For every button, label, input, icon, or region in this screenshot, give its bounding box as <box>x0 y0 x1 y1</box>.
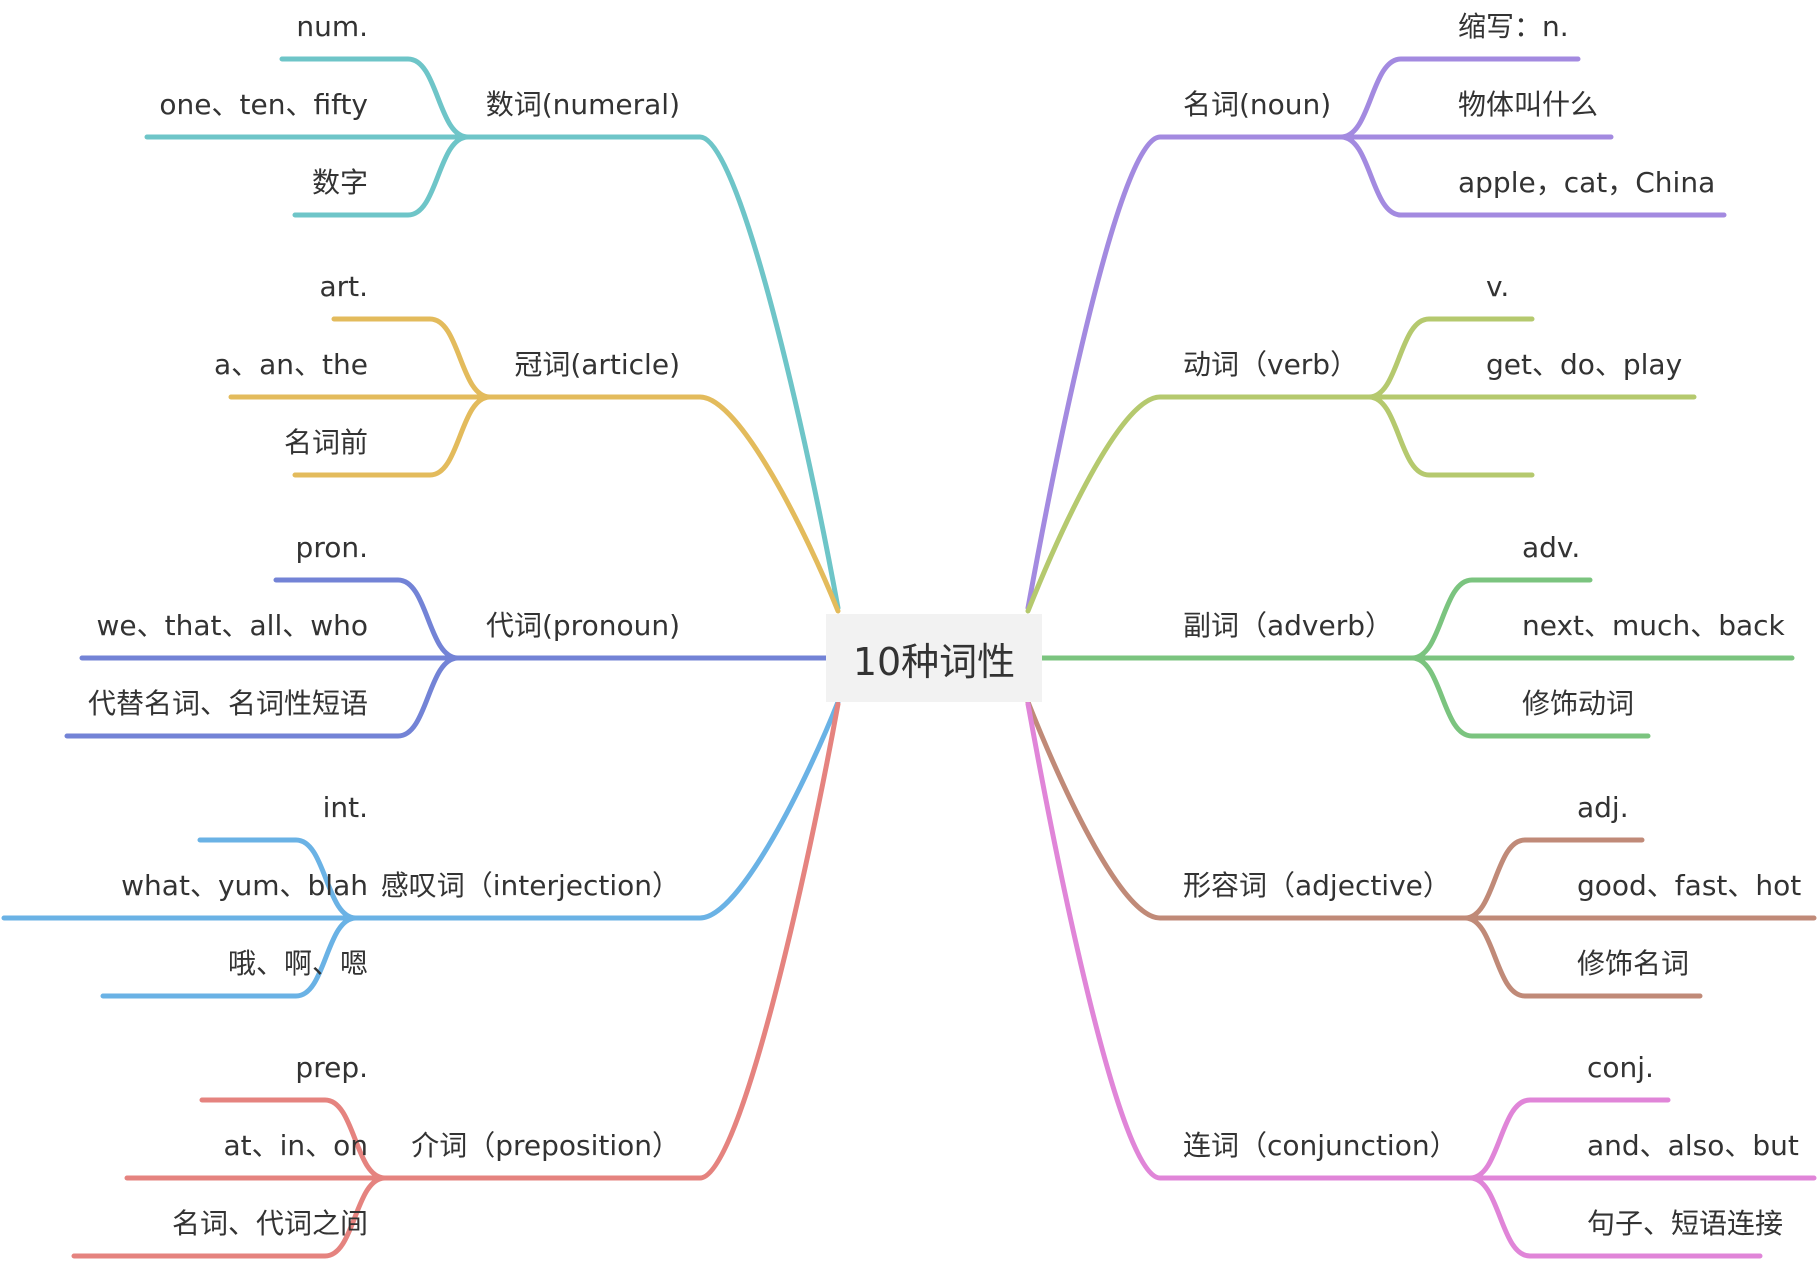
branch-3-label[interactable]: 代词(pronoun) <box>485 609 680 642</box>
branch-9-child-3-link <box>1462 915 1703 999</box>
branch-3-child-1-link <box>273 577 461 661</box>
branch-3-child-3-link <box>64 655 461 739</box>
branch-10-child-2-label[interactable]: and、also、but <box>1587 1129 1799 1162</box>
branch-7-link <box>1025 394 1372 614</box>
branch-9-link <box>1025 699 1468 921</box>
branch-2-child-1-label[interactable]: art. <box>319 270 368 303</box>
branch-3-child-3-label[interactable]: 代替名词、名词性短语 <box>87 687 368 720</box>
branch-9-child-1-label[interactable]: adj. <box>1577 791 1629 824</box>
branch-4-child-2-label[interactable]: what、yum、blah <box>121 869 368 902</box>
branch-4-child-1-label[interactable]: int. <box>322 791 368 824</box>
branch-10-child-1-link <box>1467 1097 1671 1181</box>
branch-2-link <box>487 394 841 614</box>
branch-4-link <box>353 699 841 921</box>
branch-2-child-1-link <box>331 316 493 400</box>
branch-7-child-1-link <box>1366 316 1535 400</box>
branch-9-child-3-label[interactable]: 修饰名词 <box>1577 947 1690 980</box>
branch-6-child-3-link <box>1338 134 1727 218</box>
branch-2-child-2-label[interactable]: a、an、the <box>213 348 368 381</box>
branch-10-link <box>1025 701 1473 1181</box>
branch-9-label[interactable]: 形容词（adjective） <box>1183 869 1451 902</box>
branch-5-child-1-link <box>199 1097 388 1181</box>
branch-1-child-1-label[interactable]: num. <box>296 10 368 43</box>
branch-8-child-3-label[interactable]: 修饰动词 <box>1522 687 1635 720</box>
branch-8-child-1-label[interactable]: adv. <box>1522 531 1581 564</box>
root-node[interactable]: 10种词性 <box>826 614 1042 702</box>
branch-3-child-2-label[interactable]: we、that、all、who <box>96 609 368 642</box>
branch-1-link <box>465 134 841 611</box>
branch-5-child-3-label[interactable]: 名词、代词之间 <box>171 1207 368 1240</box>
mind-map-links <box>1 56 1817 1259</box>
branch-6-child-3-label[interactable]: apple，cat，China <box>1458 166 1716 199</box>
branch-10-child-3-link <box>1467 1175 1763 1259</box>
branch-2-label[interactable]: 冠词(article) <box>514 348 680 381</box>
branch-6-child-1-label[interactable]: 缩写：n. <box>1458 10 1569 43</box>
branch-8-child-2-label[interactable]: next、much、back <box>1522 609 1785 642</box>
branch-7-child-3-link <box>1366 394 1535 478</box>
branch-7-child-1-label[interactable]: v. <box>1486 270 1510 303</box>
branch-7-child-2-label[interactable]: get、do、play <box>1486 348 1683 381</box>
branch-6-link <box>1025 134 1344 611</box>
branch-1-child-3-label[interactable]: 数字 <box>311 166 368 199</box>
branch-4-child-3-link <box>100 915 359 999</box>
branch-2-child-3-label[interactable]: 名词前 <box>283 426 368 459</box>
branch-10-child-3-label[interactable]: 句子、短语连接 <box>1587 1207 1784 1240</box>
branch-8-child-3-link <box>1409 655 1651 739</box>
branch-1-child-2-label[interactable]: one、ten、fifty <box>159 88 368 121</box>
branch-7-label[interactable]: 动词（verb） <box>1183 348 1359 381</box>
branch-5-child-3-link <box>71 1175 388 1259</box>
branch-5-child-2-label[interactable]: at、in、on <box>223 1129 368 1162</box>
branch-5-label[interactable]: 介词（preposition） <box>411 1129 680 1162</box>
branch-1-child-3-link <box>292 134 471 218</box>
branch-4-child-1-link <box>197 837 359 921</box>
branch-10-child-1-label[interactable]: conj. <box>1587 1051 1654 1084</box>
branch-10-label[interactable]: 连词（conjunction） <box>1183 1129 1458 1162</box>
root-node-label: 10种词性 <box>852 639 1016 684</box>
branch-8-label[interactable]: 副词（adverb） <box>1183 609 1394 642</box>
branch-1-label[interactable]: 数词(numeral) <box>485 88 680 121</box>
branch-1-child-1-link <box>279 56 471 140</box>
branch-4-label[interactable]: 感叹词（interjection） <box>380 869 680 902</box>
branch-6-child-1-link <box>1338 56 1581 140</box>
branch-3-child-1-label[interactable]: pron. <box>295 531 368 564</box>
branch-6-label[interactable]: 名词(noun) <box>1183 88 1332 121</box>
branch-2-child-3-link <box>292 394 493 478</box>
branch-5-link <box>382 701 841 1181</box>
branch-5-child-1-label[interactable]: prep. <box>295 1051 368 1084</box>
branch-4-child-3-label[interactable]: 哦、啊、嗯 <box>227 947 368 980</box>
branch-9-child-2-label[interactable]: good、fast、hot <box>1577 869 1802 902</box>
branch-6-child-2-label[interactable]: 物体叫什么 <box>1458 88 1599 121</box>
branch-8-child-1-link <box>1409 577 1593 661</box>
branch-9-child-1-link <box>1462 837 1645 921</box>
